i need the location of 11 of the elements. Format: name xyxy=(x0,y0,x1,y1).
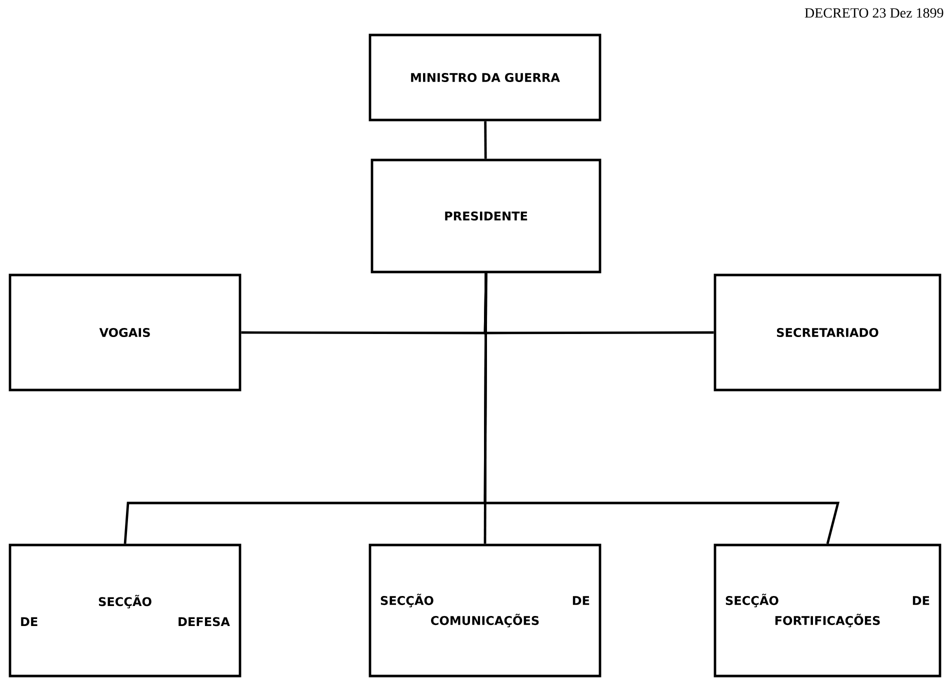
connector-line xyxy=(484,273,840,544)
connector-line xyxy=(484,273,714,334)
org-box: SECÇÃO DE COMUNICAÇÕES xyxy=(368,544,602,678)
connector-line xyxy=(484,121,487,159)
org-box: MINISTRO DA GUERRA xyxy=(368,34,602,122)
org-box: SECÇÃO DE FORTIFICAÇÕES xyxy=(714,544,942,678)
org-box: SECRETARIADO xyxy=(714,274,942,392)
org-box: VOGAIS xyxy=(8,274,242,392)
org-box: PRESIDENTE xyxy=(370,158,602,274)
note-text: DECRETO 23 Dez 1899 xyxy=(804,8,944,18)
org-box: SECÇÃO DE DEFESA xyxy=(8,544,242,678)
